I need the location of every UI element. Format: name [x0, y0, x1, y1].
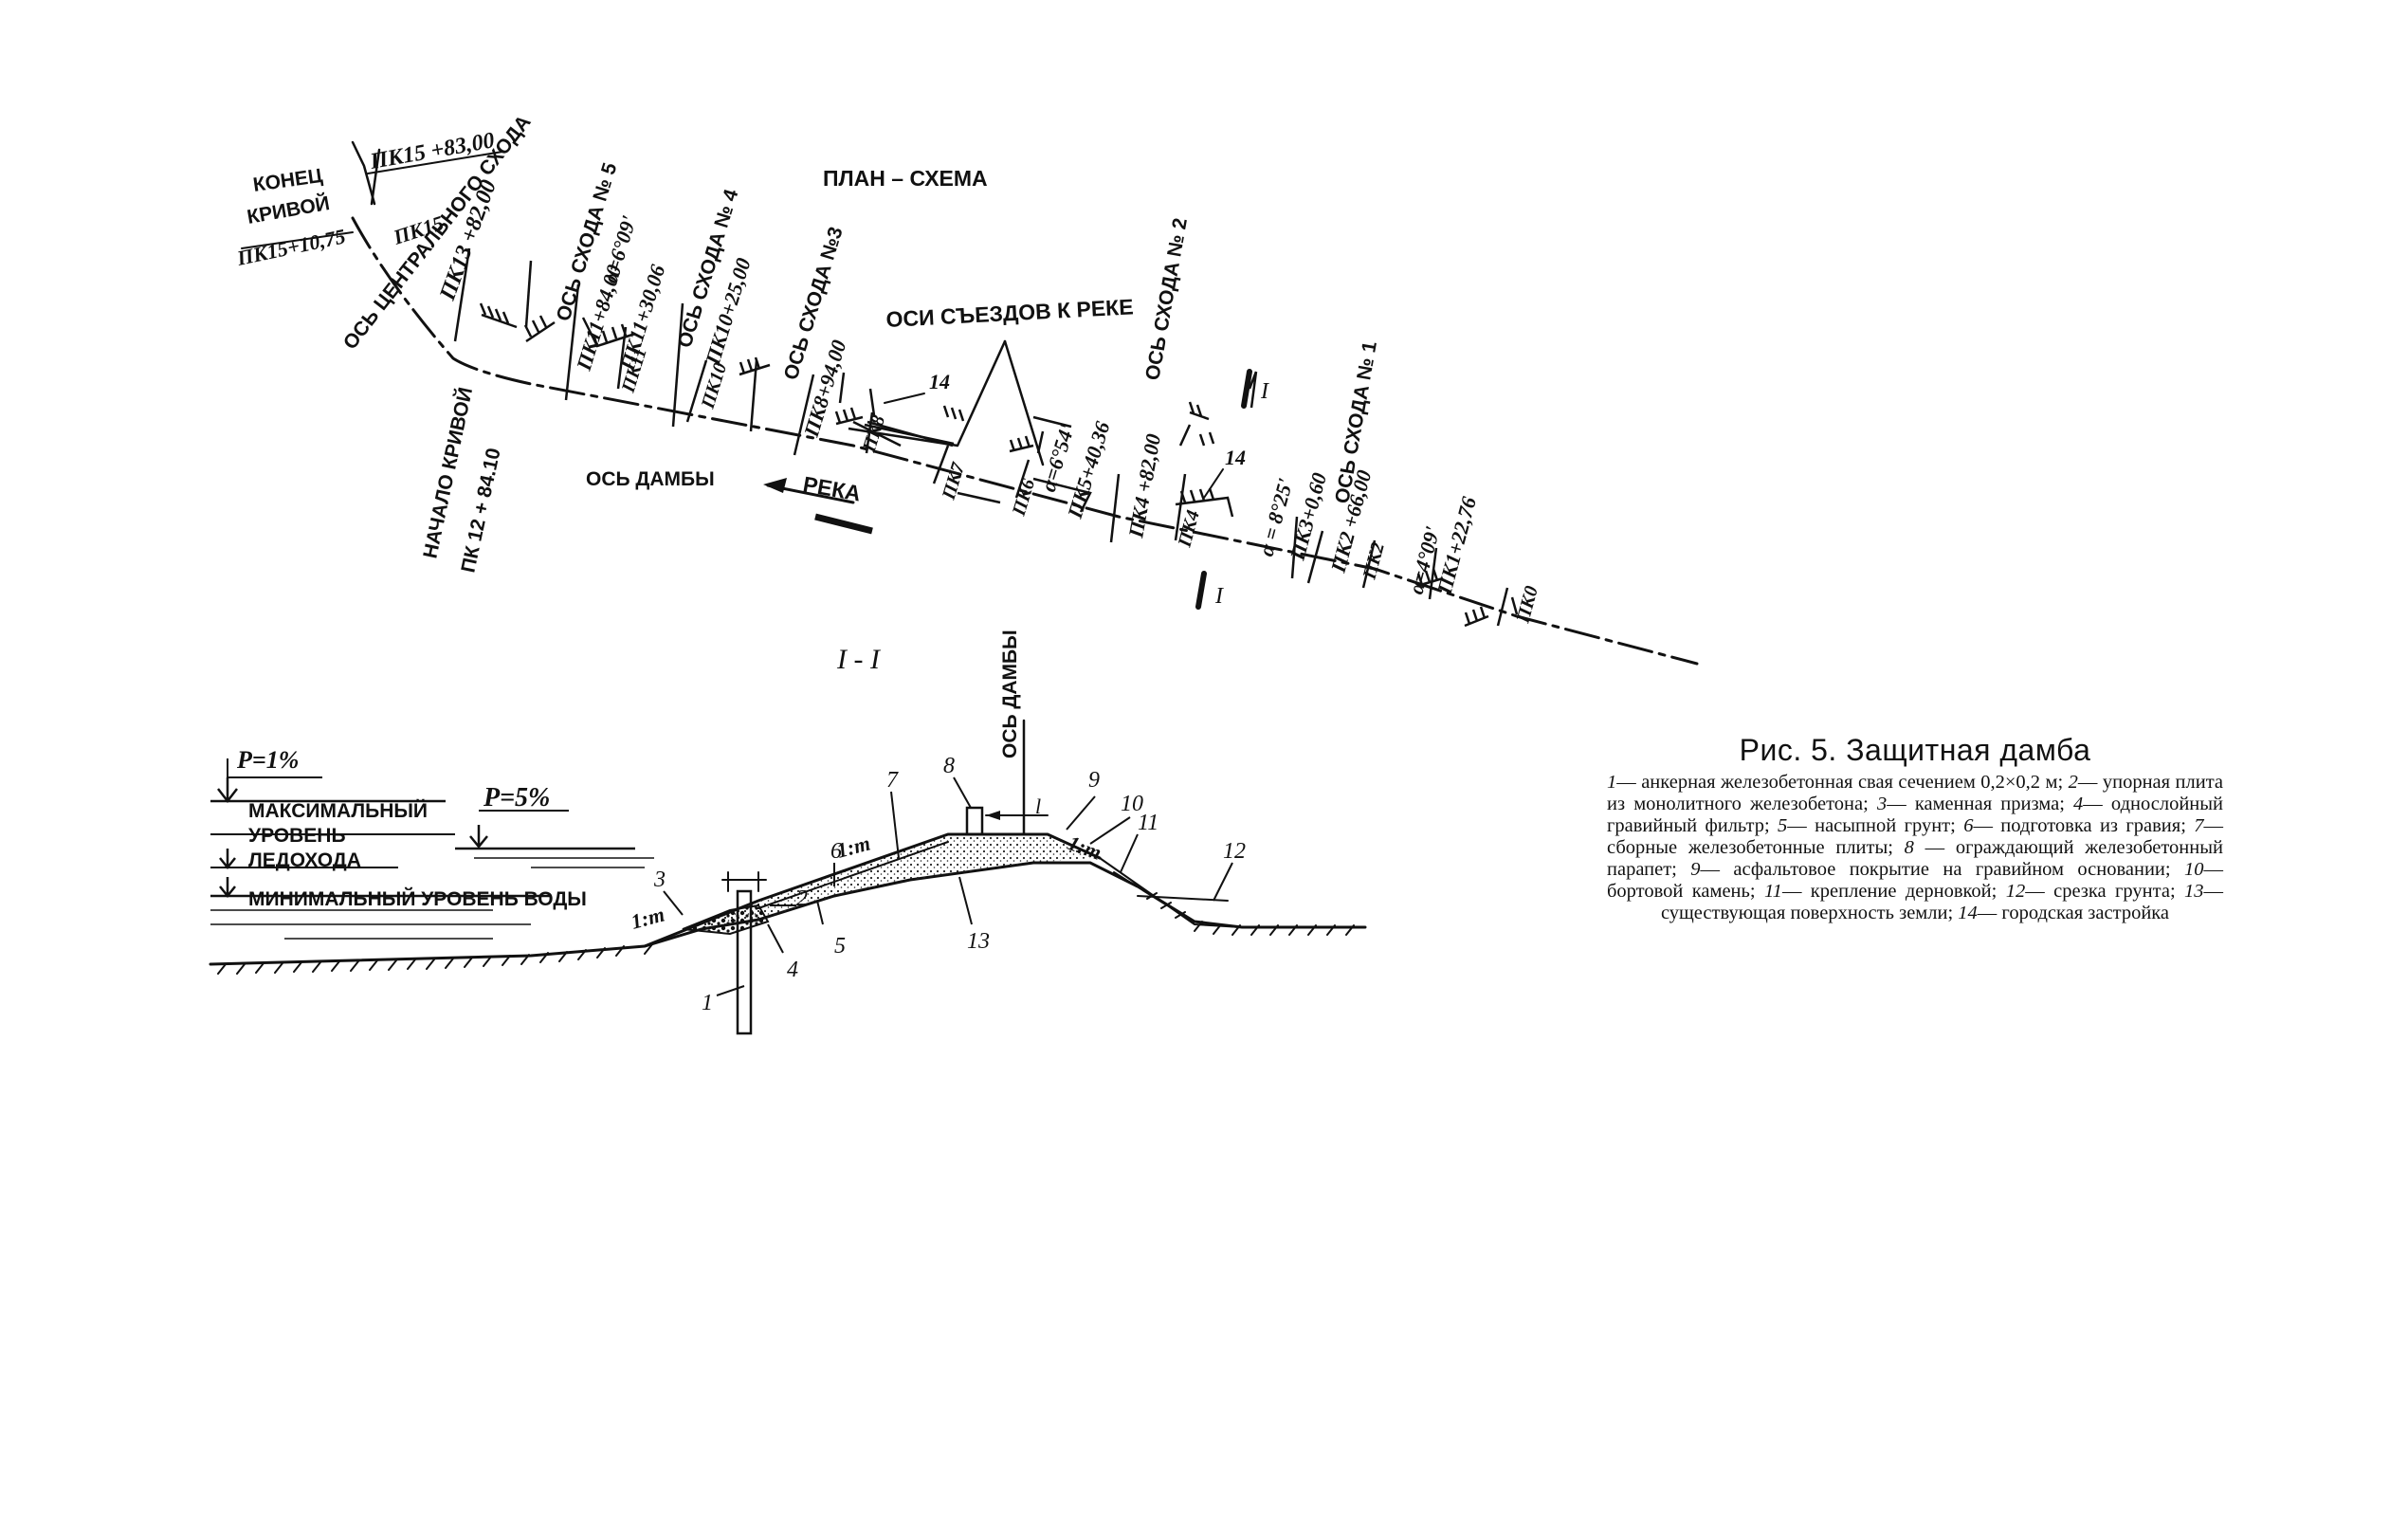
- section-mark-top: [1241, 369, 1252, 409]
- callout-leaders: [663, 776, 1233, 996]
- parapet: [965, 806, 984, 836]
- legend-item-text: — бортовой камень;: [1607, 859, 2223, 902]
- legend-item-text: — анкерная железобетонная свая сечением …: [1616, 772, 2069, 793]
- p1-label: P=1%: [236, 746, 299, 774]
- section-title: I - I: [836, 644, 882, 675]
- dam-axis-line: [351, 216, 1699, 666]
- legend-item-text: — срезка грунта;: [2025, 881, 2185, 902]
- descent-axis-2-label: ОСЬ СХОДА № 2: [1141, 216, 1192, 382]
- legend-item-number: 4: [2073, 794, 2084, 814]
- legend-item-text: — сборные железобетонные плиты;: [1607, 815, 2223, 858]
- pk8-label: ПК8: [858, 413, 889, 456]
- plan-scheme: ПЛАН – СХЕМА: [234, 111, 1699, 666]
- min-level-label: МИНИМАЛЬНЫЙ УРОВЕНЬ ВОДЫ: [248, 887, 587, 910]
- water-levels: [210, 758, 654, 940]
- legend-item-text: — крепление дерновкой;: [1781, 881, 2006, 902]
- section-mark-top-label: I: [1260, 379, 1269, 404]
- legend-item-text: — подготовка из гравия;: [1973, 815, 2195, 836]
- pk7-label: ПК7: [938, 460, 969, 503]
- river-arrow: [763, 478, 873, 535]
- slope-label-a: 1:m: [629, 903, 667, 934]
- legend-item-number: 14: [1958, 903, 1978, 923]
- legend-item-number: 13: [2184, 881, 2204, 902]
- dam-axis-label: ОСЬ ДАМБЫ: [586, 468, 715, 490]
- legend-item-number: 10: [2184, 859, 2204, 880]
- section-mark-bottom: [1195, 571, 1207, 610]
- legend-item-number: 5: [1778, 815, 1788, 836]
- pk10-label: ПК10: [697, 360, 731, 411]
- legend-item-number: 6: [1963, 815, 1974, 836]
- callout-9: 9: [1088, 768, 1100, 793]
- section-mark-bottom-label: I: [1214, 584, 1224, 609]
- label-14-b: 14: [1225, 446, 1246, 469]
- legend-item-number: 9: [1690, 859, 1701, 880]
- pk2-label: ПК2: [1359, 540, 1389, 582]
- callout-2: 2: [796, 886, 808, 911]
- anchor-pile: [736, 889, 753, 1035]
- curve-end-label-2: КРИВОЙ: [246, 192, 332, 228]
- callout-7: 7: [886, 768, 899, 793]
- callout-13: 13: [967, 929, 990, 954]
- figure-caption: Рис. 5. Защитная дамба 1— анкерная желез…: [1607, 733, 2223, 924]
- cross-section: I - I ОСЬ ДАМБЫ l: [209, 630, 1367, 1035]
- plan-ticks: [453, 247, 1509, 627]
- legend-item-text: — насыпной грунт;: [1787, 815, 1964, 836]
- max-level-label-1: МАКСИМАЛЬНЫЙ: [248, 799, 428, 822]
- caption-title: Рис. 5. Защитная дамба: [1739, 733, 2091, 767]
- callout-10: 10: [1121, 792, 1143, 816]
- pk6-label: ПК6: [1008, 477, 1039, 520]
- crest-width-label: l: [1035, 794, 1041, 818]
- callout-1: 1: [702, 991, 713, 1015]
- pk12-8410-label: ПК 12 + 84.10: [457, 447, 504, 575]
- alpha-5-label: α=6°09': [598, 213, 641, 286]
- legend-item-text: — однослойный гравийный фильтр;: [1607, 794, 2224, 836]
- legend-item-number: 11: [1763, 881, 1782, 902]
- legend-item-number: 3: [1876, 794, 1888, 814]
- legend-item-number: 12: [2005, 881, 2026, 902]
- callout-11: 11: [1138, 811, 1158, 835]
- legend-item-text: — ограждающий железобетонный парапет;: [1607, 837, 2223, 880]
- curve-end-label-1: КОНЕЦ: [251, 165, 324, 196]
- callout-6: 6: [830, 839, 842, 864]
- pk0-label: ПК0: [1512, 584, 1542, 626]
- callout-8: 8: [943, 754, 955, 778]
- legend-item-text: — каменная призма;: [1887, 794, 2074, 814]
- legend-item-text: — существующая поверхность земли;: [1660, 881, 2224, 923]
- legend-item-number: 7: [2194, 815, 2204, 836]
- plan-title: ПЛАН – СХЕМА: [823, 166, 988, 191]
- section-dam-axis-label: ОСЬ ДАМБЫ: [999, 630, 1021, 758]
- legend-item-text: — асфальтовое покрытие на гравийном осно…: [1700, 859, 2184, 880]
- caption-legend: 1— анкерная железобетонная свая сечением…: [1607, 772, 2223, 924]
- label-14-a: 14: [929, 370, 950, 393]
- callout-5: 5: [834, 934, 846, 959]
- callout-3: 3: [653, 867, 666, 892]
- max-level-label-2: УРОВЕНЬ: [248, 825, 346, 847]
- descent-axes-label: ОСИ СЪЕЗДОВ К РЕКЕ: [885, 294, 1134, 332]
- stone-prism: [682, 904, 770, 936]
- callout-12: 12: [1223, 839, 1246, 864]
- p5-label: P=5%: [483, 783, 550, 813]
- ground-line: [209, 861, 1367, 966]
- legend-item-number: 8: [1904, 837, 1914, 858]
- legend-item-number: 2: [2068, 772, 2078, 793]
- legend-item-number: 1: [1607, 772, 1617, 793]
- max-level-label-3: ЛЕДОХОДА: [248, 849, 361, 871]
- callout-4: 4: [787, 958, 798, 982]
- legend-item-text: — упорная плита из монолитного железобет…: [1607, 772, 2223, 814]
- legend-item-text: — городская застройка: [1977, 903, 2170, 923]
- plan-hatching: [479, 302, 1519, 628]
- river-label: РЕКА: [801, 471, 863, 505]
